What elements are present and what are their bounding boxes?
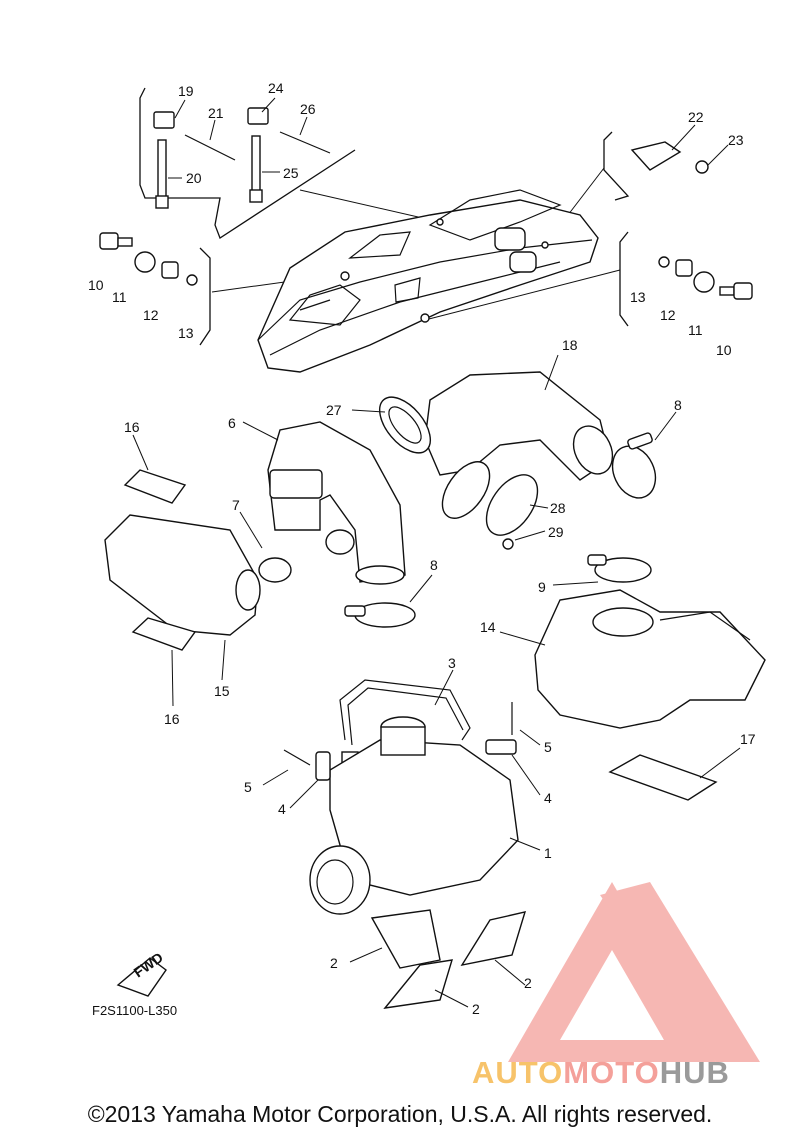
callout-29: 29 <box>548 524 564 540</box>
plate-28 <box>441 461 539 550</box>
group-brackets <box>139 87 630 346</box>
callout-13-right: 13 <box>630 289 646 305</box>
watermark-part-moto: MOTO <box>563 1055 660 1090</box>
callout-2-bottom: 2 <box>472 1001 480 1017</box>
callout-23: 23 <box>728 132 744 148</box>
callout-12-left: 12 <box>143 307 159 323</box>
copyright-notice: ©2013 Yamaha Motor Corporation, U.S.A. A… <box>87 1101 713 1127</box>
callout-leaders <box>132 97 741 1008</box>
watermark-part-hub: HUB <box>659 1055 730 1090</box>
callout-1: 1 <box>544 845 552 861</box>
callout-2-right: 2 <box>524 975 532 991</box>
watercraft-hull <box>257 189 599 373</box>
watermark-text: AUTOMOTOHUB <box>472 1055 730 1091</box>
filter-pads-2 <box>370 909 527 1009</box>
hardware-fitting-left <box>99 232 198 286</box>
clamp-8-mid <box>344 602 416 628</box>
callout-8-mid: 8 <box>430 557 438 573</box>
callout-13-left: 13 <box>178 325 194 341</box>
callout-24: 24 <box>268 80 284 96</box>
hardware-clips <box>153 107 331 209</box>
callout-10-right: 10 <box>716 342 732 358</box>
rivet-5 <box>283 702 513 766</box>
callout-12-right: 12 <box>660 307 676 323</box>
callout-labels: 19 21 20 24 26 25 22 23 10 11 12 13 13 1… <box>88 80 756 1017</box>
callout-2-left: 2 <box>330 955 338 971</box>
pad-17 <box>608 754 718 801</box>
callout-14: 14 <box>480 619 496 635</box>
watermark-part-auto: AUTO <box>472 1055 564 1090</box>
clamp-7 <box>258 529 355 583</box>
diagram-code: F2S1100-L350 <box>92 1003 178 1018</box>
callout-8-top: 8 <box>674 397 682 413</box>
silencer-box-15 <box>104 514 261 636</box>
bracket-4 <box>315 739 517 781</box>
watermark-logo <box>508 882 760 1062</box>
elbow-duct-6 <box>267 421 406 585</box>
hardware-fitting-right <box>658 256 753 300</box>
callout-15: 15 <box>214 683 230 699</box>
callout-28: 28 <box>550 500 566 516</box>
air-cleaner-1 <box>309 716 519 915</box>
flange-27 <box>379 396 431 454</box>
callout-7: 7 <box>232 497 240 513</box>
callout-18: 18 <box>562 337 578 353</box>
callout-22: 22 <box>688 109 704 125</box>
intake-duct-18 <box>424 371 614 481</box>
airbox-14 <box>534 589 766 729</box>
callout-26: 26 <box>300 101 316 117</box>
callout-25: 25 <box>283 165 299 181</box>
fwd-arrow-icon: FWD <box>116 949 167 997</box>
callout-20: 20 <box>186 170 202 186</box>
callout-4-right: 4 <box>544 790 552 806</box>
callout-3: 3 <box>448 655 456 671</box>
callout-11-left: 11 <box>112 289 127 305</box>
callout-5-right: 5 <box>544 739 552 755</box>
callout-4-left: 4 <box>278 801 286 817</box>
callout-21: 21 <box>208 105 224 121</box>
callout-16-bottom: 16 <box>164 711 180 727</box>
callout-11-right: 11 <box>688 322 703 338</box>
callout-6: 6 <box>228 415 236 431</box>
callout-10-left: 10 <box>88 277 104 293</box>
hardware-mount <box>630 141 709 174</box>
pad-16 <box>123 469 197 651</box>
callout-27: 27 <box>326 402 342 418</box>
clamp-8-top <box>611 432 657 499</box>
clamp-9 <box>587 554 652 583</box>
callout-19: 19 <box>178 83 194 99</box>
callout-5-left: 5 <box>244 779 252 795</box>
callout-16-top: 16 <box>124 419 140 435</box>
callout-17: 17 <box>740 731 756 747</box>
callout-9: 9 <box>538 579 546 595</box>
